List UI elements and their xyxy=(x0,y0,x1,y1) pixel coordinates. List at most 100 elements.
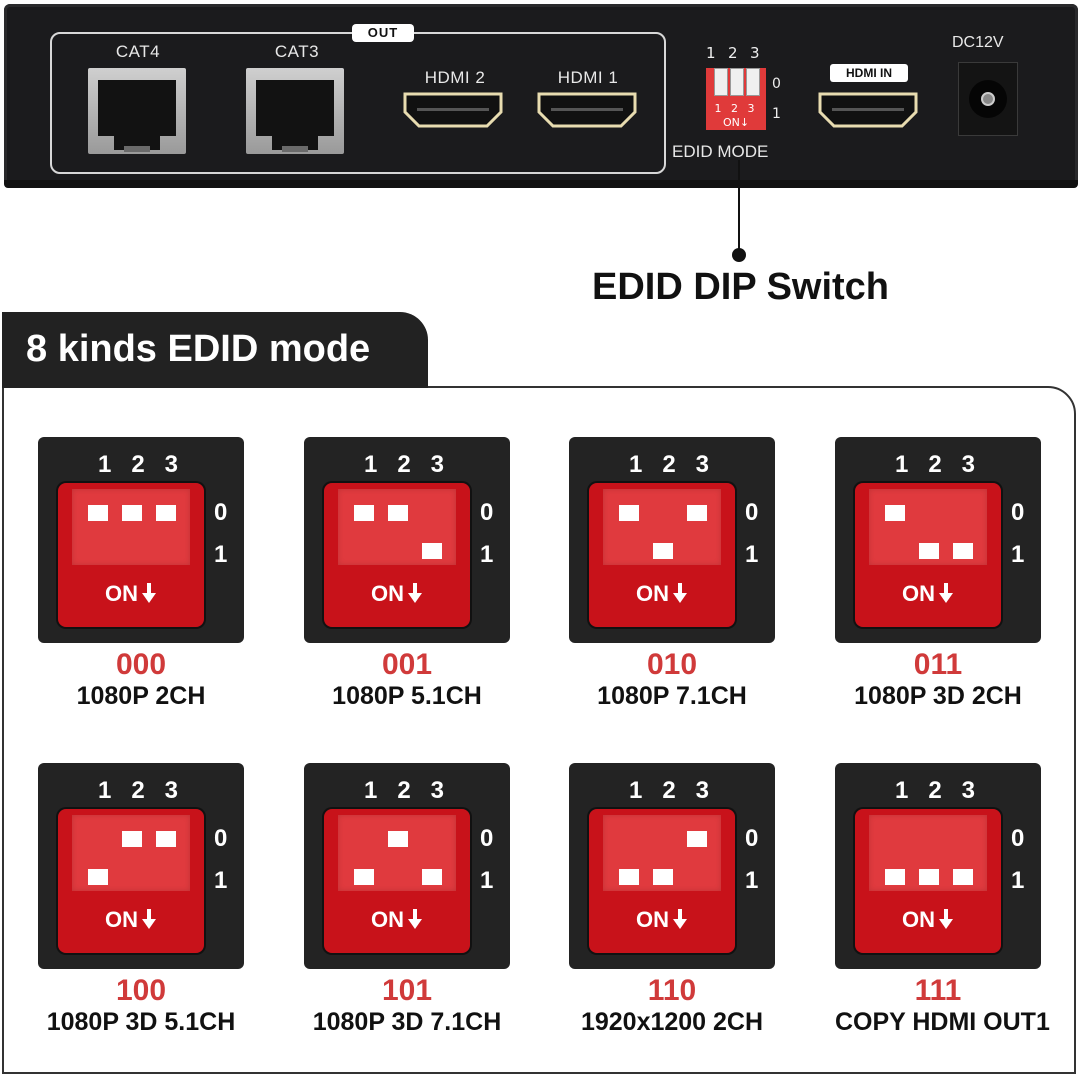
switch-body: ON xyxy=(58,809,204,953)
switch-body: ON xyxy=(589,483,735,627)
on-text: ON xyxy=(105,907,138,932)
mode-description: 1080P 3D 7.1CH xyxy=(312,1008,502,1036)
switch-lever-3 xyxy=(422,543,442,559)
rj45-port-icon xyxy=(246,68,344,154)
mode-code: 111 xyxy=(914,974,962,1007)
switch-number: 1 xyxy=(363,451,378,478)
switch-body: ON xyxy=(58,483,204,627)
switch-number: 2 xyxy=(397,451,411,478)
switch-lever-2 xyxy=(122,831,142,847)
arrow-down-icon xyxy=(673,583,687,603)
mode-code: 110 xyxy=(647,974,697,1007)
on-label: ON xyxy=(855,907,1001,933)
switch-lever-2 xyxy=(919,869,939,885)
arrow-down-icon xyxy=(408,583,422,603)
switch-number: 2 xyxy=(928,777,942,804)
mode-code: 000 xyxy=(115,648,167,681)
callout-line xyxy=(738,160,740,254)
row-label-0: 0 xyxy=(214,499,228,526)
row-label-1: 1 xyxy=(1011,867,1025,894)
switch-number: 3 xyxy=(164,777,178,804)
arrow-down-icon xyxy=(408,909,422,929)
dip-body-numbers: 1 2 3 xyxy=(714,102,758,115)
out-badge: OUT xyxy=(352,24,414,42)
switch-number: 1 xyxy=(363,777,378,804)
switch-window xyxy=(869,489,987,565)
switch-lever-3 xyxy=(687,831,707,847)
switch-lever-2 xyxy=(653,543,673,559)
dip-on-label: ON↓ xyxy=(722,116,750,129)
switch-number: 2 xyxy=(662,451,676,478)
hdmi2-label: HDMI 2 xyxy=(424,68,486,87)
edid-mode-label: EDID MODE xyxy=(672,142,769,161)
switch-lever-2 xyxy=(388,831,408,847)
mode-description: 1080P 2CH xyxy=(76,682,206,710)
arrow-down-icon xyxy=(939,583,953,603)
mode-description: COPY HDMI OUT1 xyxy=(835,1008,1050,1036)
switch-lever-3 xyxy=(687,505,707,521)
rj45-port-icon xyxy=(88,68,186,154)
mode-description: 1080P 5.1CH xyxy=(332,682,482,710)
switch-number: 1 xyxy=(97,451,112,478)
mode-description: 1920x1200 2CH xyxy=(580,1008,764,1036)
on-text: ON xyxy=(636,581,669,606)
switch-number: 1 xyxy=(628,777,643,804)
switch-number: 3 xyxy=(164,451,178,478)
hdmi-port-icon xyxy=(537,92,637,128)
switch-number: 3 xyxy=(961,777,975,804)
switch-lever-2 xyxy=(653,869,673,885)
switch-lever-1 xyxy=(88,869,108,885)
row-label-0: 0 xyxy=(745,825,759,852)
switch-body: ON xyxy=(589,809,735,953)
row-label-0: 0 xyxy=(480,825,494,852)
mode-code: 011 xyxy=(913,648,963,681)
row-label-1: 1 xyxy=(745,867,759,894)
switch-lever-1 xyxy=(354,505,374,521)
switch-window xyxy=(72,489,190,565)
switch-window xyxy=(338,815,456,891)
dip-number-3: 3 xyxy=(750,44,760,62)
switch-lever-3 xyxy=(953,543,973,559)
row-label-1: 1 xyxy=(1011,541,1025,568)
hdmi-in-port-icon xyxy=(818,92,918,128)
dip-side-1: 1 xyxy=(772,106,781,122)
switch-number: 1 xyxy=(628,451,643,478)
dip-side-0: 0 xyxy=(772,76,781,92)
hdmi-port-icon xyxy=(403,92,503,128)
switch-number: 2 xyxy=(928,451,942,478)
row-label-0: 0 xyxy=(480,499,494,526)
dip-number-1: 1 xyxy=(706,44,716,62)
switch-number: 3 xyxy=(961,451,975,478)
mode-code: 101 xyxy=(381,974,433,1007)
switch-body: ON xyxy=(324,809,470,953)
on-label: ON xyxy=(855,581,1001,607)
mode-description: 1080P 3D 5.1CH xyxy=(46,1008,236,1036)
switch-lever-1 xyxy=(619,869,639,885)
switch-lever-3 xyxy=(422,869,442,885)
dc12v-label: DC12V xyxy=(952,34,1004,51)
row-label-0: 0 xyxy=(214,825,228,852)
switch-lever-1 xyxy=(619,505,639,521)
callout-dot xyxy=(732,248,746,262)
row-label-0: 0 xyxy=(745,499,759,526)
switch-lever-3 xyxy=(156,505,176,521)
switch-lever-1 xyxy=(885,869,905,885)
switch-lever-1 xyxy=(354,869,374,885)
edid-dip-switch[interactable]: 1 2 3 ON↓ xyxy=(706,68,766,130)
switch-body: ON xyxy=(324,483,470,627)
switch-lever-3 xyxy=(953,869,973,885)
row-label-1: 1 xyxy=(480,867,494,894)
switch-number: 1 xyxy=(97,777,112,804)
